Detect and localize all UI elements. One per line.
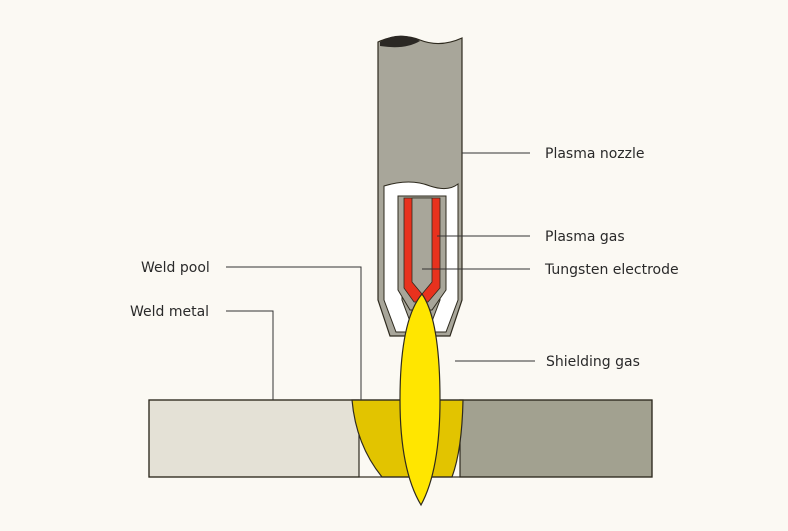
label-weld-pool: Weld pool (141, 260, 210, 276)
leader-weld-metal (226, 310, 274, 400)
label-plasma-nozzle: Plasma nozzle (545, 146, 645, 162)
weld-metal-plate (148, 399, 360, 478)
leader-weld-pool (226, 266, 362, 400)
label-weld-metal: Weld metal (130, 304, 209, 320)
tungsten-electrode (411, 197, 433, 295)
nozzle-opening (380, 35, 420, 48)
plasma-arc (399, 293, 441, 507)
label-shielding-gas: Shielding gas (546, 354, 640, 370)
label-plasma-gas: Plasma gas (545, 229, 625, 245)
label-tungsten-electrode: Tungsten electrode (544, 262, 679, 278)
base-metal-plate (459, 399, 653, 478)
